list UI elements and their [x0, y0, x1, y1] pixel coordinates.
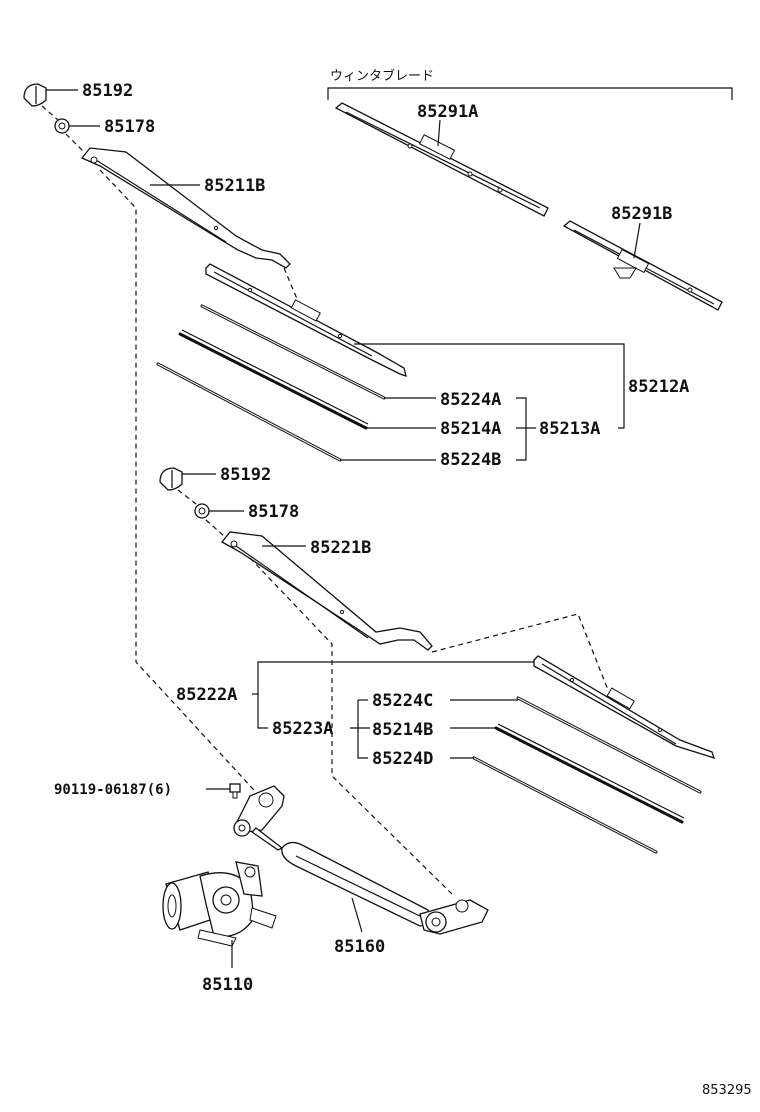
pivot-cap-85192-mid-icon[interactable] [159, 467, 183, 491]
label-85214a: 85214A [440, 419, 501, 439]
label-85160: 85160 [334, 937, 385, 957]
label-85221b: 85221B [310, 538, 371, 558]
wiper-motor-85110-icon[interactable] [162, 861, 277, 947]
label-85224a: 85224A [440, 390, 501, 410]
diagram-id: 853295 [702, 1083, 752, 1098]
winter-blade-bracket [327, 87, 733, 100]
label-85214b: 85214B [372, 720, 433, 740]
pivot-cap-85192-top-icon[interactable] [23, 83, 47, 107]
rubber-refill-85224b-icon[interactable] [156, 362, 342, 462]
label-85224c: 85224C [372, 691, 433, 711]
label-85178-mid: 85178 [248, 502, 299, 522]
bolt-90119-06187-icon[interactable] [229, 783, 241, 799]
wiper-link-85160-icon[interactable] [233, 785, 489, 935]
label-85223a: 85223A [272, 719, 333, 739]
rubber-refill-85224d-icon[interactable] [472, 756, 658, 854]
label-90119-06187: 90119-06187(6) [54, 782, 172, 798]
wiper-blade-85222a-icon[interactable] [533, 655, 716, 760]
winter-blade-85291b-icon[interactable] [562, 220, 723, 311]
winter-blade-group-label: ウィンタブレード [330, 68, 434, 84]
wiper-arm-85211b-icon[interactable] [80, 147, 291, 269]
label-85178-top: 85178 [104, 117, 155, 137]
rubber-refill-85224a-icon[interactable] [200, 304, 386, 400]
label-85224d: 85224D [372, 749, 433, 769]
label-85213a: 85213A [539, 419, 600, 439]
label-85291a: 85291A [417, 102, 478, 122]
nut-85178-mid-icon[interactable] [194, 503, 210, 519]
rubber-85214a-icon[interactable] [178, 329, 369, 430]
label-85212a: 85212A [628, 377, 689, 397]
wiper-arm-85221b-icon[interactable] [221, 531, 433, 651]
winter-blade-85291a-icon[interactable] [334, 102, 549, 217]
rubber-refill-85224c-icon[interactable] [516, 696, 702, 794]
label-85222a: 85222A [176, 685, 237, 705]
label-85291b: 85291B [611, 204, 672, 224]
wiper-blade-85212a-icon[interactable] [205, 263, 407, 377]
nut-85178-top-icon[interactable] [54, 118, 70, 134]
rubber-85214b-icon[interactable] [494, 723, 685, 824]
label-85224b: 85224B [440, 450, 501, 470]
label-85211b: 85211B [204, 176, 265, 196]
label-85110: 85110 [202, 975, 253, 995]
label-85192-mid: 85192 [220, 465, 271, 485]
label-85192-top: 85192 [82, 81, 133, 101]
